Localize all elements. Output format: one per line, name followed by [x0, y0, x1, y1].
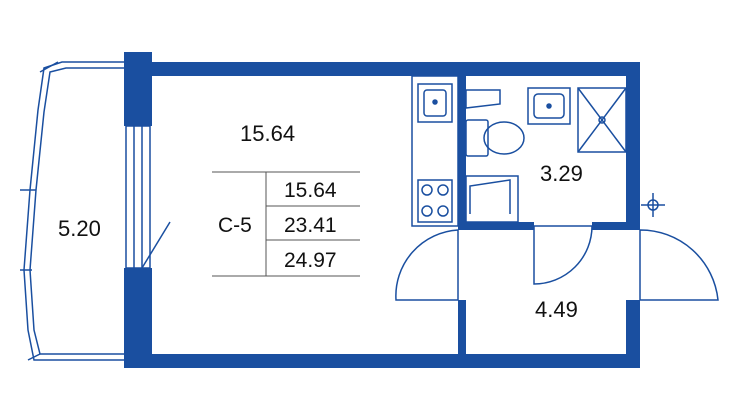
hallway-area: 4.49 [535, 297, 578, 322]
kitchen-counter [411, 75, 459, 227]
sink-icon [527, 87, 571, 125]
living-room-area: 15.64 [240, 121, 295, 146]
unit-code: С-5 [218, 214, 252, 237]
window [125, 125, 171, 269]
table-row-total-with-balcony: 24.97 [284, 249, 337, 272]
shower-icon [577, 87, 627, 153]
balcony [20, 61, 124, 361]
table-row-living-area: 15.64 [284, 179, 337, 202]
balcony-area: 5.20 [58, 216, 101, 241]
door-swings [395, 225, 719, 301]
summary-table [212, 171, 360, 277]
table-row-total-area: 23.41 [284, 214, 337, 237]
toilet-icon [465, 89, 525, 157]
fridge-icon [465, 175, 519, 223]
sink-icon [423, 89, 447, 117]
bathroom-area: 3.29 [540, 161, 583, 186]
stove-icon [417, 179, 453, 223]
north-marker-icon [641, 193, 665, 217]
walls [124, 52, 640, 368]
